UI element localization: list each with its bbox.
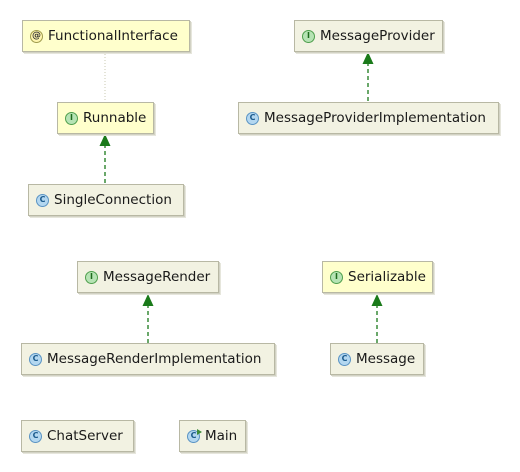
node-label: Serializable <box>348 269 426 285</box>
node-message-provider-implementation[interactable]: C MessageProviderImplementation <box>238 102 499 134</box>
node-functional-interface[interactable]: @ FunctionalInterface <box>22 20 190 52</box>
interface-icon: I <box>302 29 315 43</box>
class-icon: C <box>36 193 49 207</box>
node-label: Runnable <box>83 110 147 126</box>
node-serializable[interactable]: I Serializable <box>322 261 433 293</box>
class-icon: C <box>29 352 42 366</box>
class-icon: C <box>246 111 259 125</box>
implements-edge-message-serializable <box>371 294 383 343</box>
implements-edge-singleconnection-runnable <box>99 134 111 183</box>
node-message-render-implementation[interactable]: C MessageRenderImplementation <box>21 343 275 375</box>
implements-edge-renderimpl-render <box>142 294 154 343</box>
node-label: MessageProvider <box>320 28 435 44</box>
node-label: ChatServer <box>47 428 123 444</box>
interface-icon: I <box>85 270 98 284</box>
node-message[interactable]: C Message <box>330 343 424 375</box>
node-chat-server[interactable]: C ChatServer <box>21 420 134 452</box>
node-single-connection[interactable]: C SingleConnection <box>28 184 184 216</box>
node-main[interactable]: C Main <box>179 420 246 452</box>
implements-edge-providerimpl-provider <box>362 52 374 101</box>
class-icon: C <box>29 429 42 443</box>
node-label: MessageRenderImplementation <box>47 351 262 367</box>
annotation-icon: @ <box>30 29 43 43</box>
node-message-render[interactable]: I MessageRender <box>77 261 219 293</box>
interface-icon: I <box>330 270 343 284</box>
node-runnable[interactable]: I Runnable <box>57 102 154 134</box>
runnable-class-icon: C <box>187 428 202 443</box>
node-message-provider[interactable]: I MessageProvider <box>294 20 443 52</box>
node-label: Message <box>356 351 416 367</box>
interface-icon: I <box>65 111 78 125</box>
node-label: FunctionalInterface <box>48 28 178 44</box>
node-label: MessageRender <box>103 269 211 285</box>
node-label: MessageProviderImplementation <box>264 110 486 126</box>
node-label: Main <box>205 428 238 444</box>
node-label: SingleConnection <box>54 192 172 208</box>
class-icon: C <box>338 352 351 366</box>
